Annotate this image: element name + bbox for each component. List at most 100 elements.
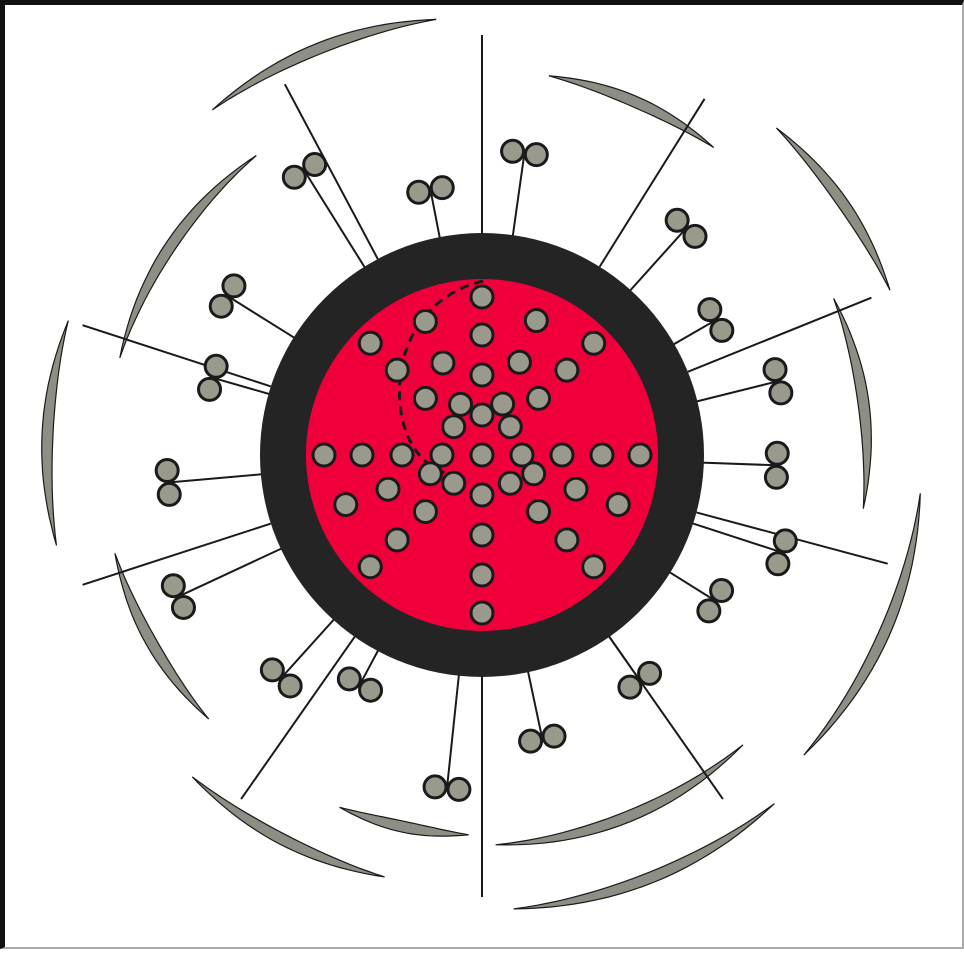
- outer-bead: [711, 319, 733, 341]
- core-bead: [432, 352, 454, 374]
- core-bead: [565, 478, 587, 500]
- core-bead: [359, 556, 381, 578]
- outer-arc: [804, 493, 921, 755]
- core-bead: [591, 444, 613, 466]
- outer-bead: [156, 459, 178, 481]
- core-bead: [471, 364, 493, 386]
- bead-stem: [629, 228, 686, 291]
- outer-bead: [774, 530, 796, 552]
- outer-arc: [496, 745, 743, 845]
- outer-bead: [223, 275, 245, 297]
- core-bead: [335, 494, 357, 516]
- outer-bead: [279, 675, 301, 697]
- outer-bead: [767, 553, 789, 575]
- bead-stem: [447, 674, 459, 788]
- core-bead: [351, 444, 373, 466]
- outer-bead: [698, 600, 720, 622]
- core-bead: [443, 472, 465, 494]
- core-bead-layer: [313, 286, 651, 624]
- outer-bead: [338, 668, 360, 690]
- outer-bead: [205, 355, 227, 377]
- core-bead: [528, 501, 550, 523]
- core-bead: [313, 444, 335, 466]
- outer-bead: [304, 154, 326, 176]
- core-bead: [471, 602, 493, 624]
- bead-stem: [669, 572, 716, 601]
- outer-arc: [776, 128, 890, 290]
- bead-stem: [178, 548, 282, 597]
- outer-bead: [162, 575, 184, 597]
- outer-arc: [212, 19, 436, 110]
- radial-spoke: [83, 325, 271, 386]
- bead-stem: [673, 320, 716, 345]
- core-bead: [471, 286, 493, 308]
- core-bead: [556, 529, 578, 551]
- outer-arc: [514, 804, 775, 909]
- core-bead: [556, 359, 578, 381]
- core-bead: [471, 404, 493, 426]
- radial-spoke: [241, 637, 355, 799]
- core-bead: [471, 444, 493, 466]
- core-bead: [419, 463, 441, 485]
- bead-stem: [228, 296, 296, 338]
- outer-bead: [770, 382, 792, 404]
- outer-bead: [525, 144, 547, 166]
- outer-bead: [424, 776, 446, 798]
- outer-arc: [549, 76, 714, 148]
- outer-arc: [192, 777, 384, 877]
- outer-arc: [120, 156, 256, 358]
- outer-bead: [543, 725, 565, 747]
- core-bead: [583, 332, 605, 354]
- bead-stem: [691, 523, 781, 552]
- outer-bead: [448, 778, 470, 800]
- outer-bead: [158, 483, 180, 505]
- core-bead: [629, 444, 651, 466]
- core-bead: [471, 524, 493, 546]
- core-bead: [471, 564, 493, 586]
- outer-bead: [210, 295, 232, 317]
- bead-stem: [513, 153, 525, 237]
- core-bead: [525, 310, 547, 332]
- bead-stem: [702, 463, 777, 466]
- outer-bead: [639, 662, 661, 684]
- core-bead: [583, 556, 605, 578]
- outer-bead: [261, 659, 283, 681]
- core-bead: [359, 332, 381, 354]
- outer-bead: [711, 580, 733, 602]
- outer-bead: [699, 299, 721, 321]
- bead-stem: [281, 618, 335, 677]
- core-bead: [443, 416, 465, 438]
- core-bead: [499, 416, 521, 438]
- core-bead: [471, 324, 493, 346]
- outer-bead: [360, 679, 382, 701]
- outer-bead: [764, 359, 786, 381]
- outer-bead: [502, 140, 524, 162]
- core-bead: [508, 351, 530, 373]
- radial-structure-diagram: [5, 5, 964, 954]
- bead-stem: [528, 670, 543, 738]
- outer-bead: [431, 177, 453, 199]
- outer-bead: [765, 466, 787, 488]
- outer-bead: [684, 225, 706, 247]
- outer-bead: [199, 378, 221, 400]
- outer-bead: [619, 676, 641, 698]
- outer-bead: [520, 730, 542, 752]
- core-bead: [551, 444, 573, 466]
- outer-arc: [340, 807, 469, 836]
- core-bead: [528, 387, 550, 409]
- outer-bead: [408, 181, 430, 203]
- core-bead: [471, 484, 493, 506]
- core-bead: [450, 393, 472, 415]
- outer-bead: [666, 209, 688, 231]
- core-bead: [414, 311, 436, 333]
- core-bead: [523, 463, 545, 485]
- bead-stem: [695, 381, 777, 402]
- core-bead: [499, 472, 521, 494]
- outer-bead: [172, 596, 194, 618]
- outer-arc: [834, 298, 872, 508]
- outer-arc: [42, 321, 69, 546]
- core-bead: [414, 501, 436, 523]
- bead-stem: [608, 635, 640, 680]
- core-bead: [386, 529, 408, 551]
